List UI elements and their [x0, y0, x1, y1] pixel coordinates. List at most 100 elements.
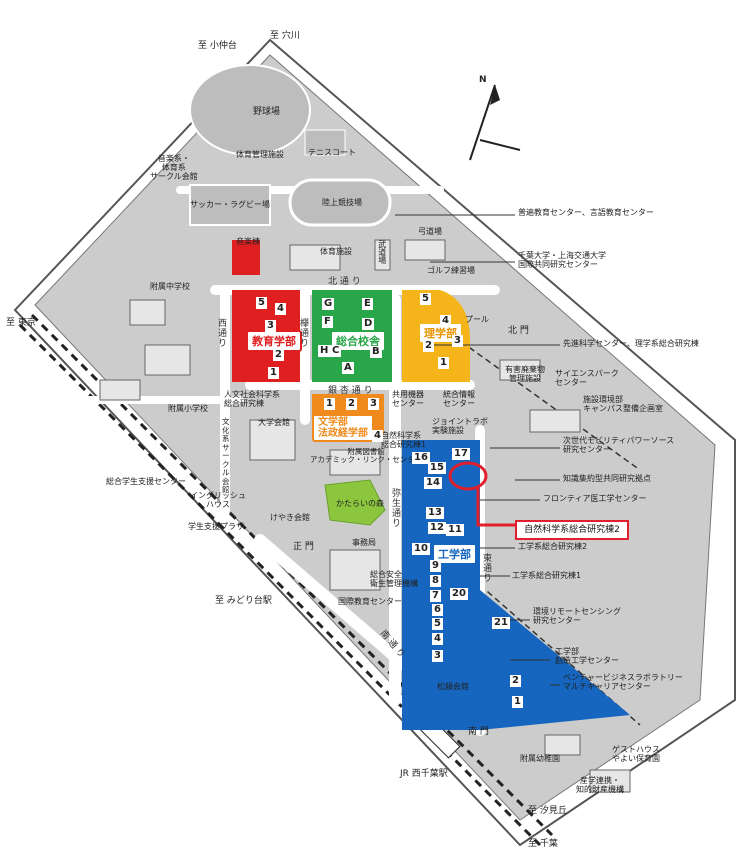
callout-kogaku2: 工学系総合研究棟2: [518, 542, 588, 551]
label-kyudojo: 弓道場: [418, 227, 442, 236]
label-togo-joho: 統合情報 センター: [443, 390, 475, 408]
gen-bldg-C: C: [330, 345, 342, 357]
sci-bldg-1: 1: [438, 357, 449, 369]
compass-icon: [469, 84, 521, 161]
engineering-zone: [402, 440, 480, 730]
hum-bldg-3: 3: [368, 398, 379, 410]
buildings: [99, 239, 631, 793]
eng-bldg-15: 15: [428, 462, 446, 474]
road-higashi: 東 通 り: [483, 554, 493, 584]
station-label: JR 西千葉駅: [400, 769, 448, 779]
south-dashed-line: [479, 584, 641, 726]
eng-bldg-17: 17: [452, 448, 470, 460]
label-joint-lab: ジョイントラボ 実験施設: [432, 417, 488, 435]
faculty-engineering[interactable]: 工学部: [432, 543, 477, 565]
eng-bldg-3: 3: [432, 650, 443, 662]
callout-fuhen: 普遍教育センター、言語教育センター: [518, 208, 654, 217]
road-kita: 北 通 り: [328, 277, 361, 287]
gen-bldg-F: F: [322, 316, 333, 328]
eng-bldg-21: 21: [492, 617, 510, 629]
label-keyaki-kaikan: けやき会館: [270, 513, 310, 522]
eng-bldg-13: 13: [426, 507, 444, 519]
road-yayoi: 弥 生 通 り: [392, 489, 402, 529]
label-katarai: かたらいの森: [336, 499, 384, 508]
hum-bldg-2: 2: [346, 398, 357, 410]
eng-bldg-7: 7: [430, 590, 441, 602]
gen-bldg-G: G: [322, 298, 335, 310]
label-daigakukaikan: 大学会館: [258, 418, 290, 427]
eng-bldg-16: 16: [412, 452, 430, 464]
katarai-forest: [324, 479, 386, 526]
label-golf: ゴルフ練習場: [427, 266, 475, 275]
highlight-label: 自然科学系総合研究棟2: [515, 520, 629, 540]
label-fuzoku-chu: 附属中学校: [150, 282, 190, 291]
eng-bldg-10: 10: [412, 543, 430, 555]
label-kyoyo-kiki: 共用機器 センター: [392, 390, 424, 408]
label-pool: プール: [465, 315, 489, 324]
gate-minamimon: 南 門: [468, 727, 489, 737]
gen-bldg-B: B: [370, 346, 382, 358]
label-shoin-kaikan: 松韻会館: [437, 682, 469, 691]
eng-bldg-1: 1: [512, 696, 523, 708]
direction-ana: 至 穴川: [270, 31, 300, 41]
gen-bldg-D: D: [362, 318, 375, 330]
eng-bldg-20: 20: [450, 588, 468, 600]
eng-bldg-12: 12: [428, 522, 446, 534]
eng-bldg-6: 6: [432, 604, 443, 616]
gate-seimon: 正 門: [293, 542, 314, 552]
edu-bldg-3: 3: [265, 320, 276, 332]
sci-bldg-5: 5: [420, 293, 431, 305]
label-guest-house: ゲストハウス やよい保育園: [612, 745, 660, 763]
callout-senshin: 先進科学センター、理学系総合研究棟: [563, 339, 699, 348]
eng-bldg-9: 9: [430, 560, 441, 572]
label-tennis: テニスコート: [308, 148, 356, 157]
label-english-house: イングリッシュ ハウス: [190, 491, 246, 509]
highlight-ring: [448, 461, 488, 491]
callout-sozo: 工学部 創造工学センター: [555, 647, 619, 665]
label-jimukyoku: 事務局: [352, 538, 376, 547]
sci-bldg-3: 3: [452, 335, 463, 347]
label-yakyu: 野球場: [253, 107, 281, 117]
hum-bldg-1: 1: [324, 398, 335, 410]
eng-bldg-4: 4: [432, 633, 443, 645]
running-track: [288, 178, 392, 227]
label-ongakukei: 音楽系・ 体育系 サークル会館: [150, 154, 198, 181]
engineering-south-zone: [480, 590, 630, 730]
gen-bldg-E: E: [362, 298, 373, 310]
callout-shanghai: 千葉大学・上海交通大学 国際共同研究センター: [518, 251, 606, 269]
callout-kogaku1: 工学系総合研究棟1: [512, 571, 582, 580]
label-sogo-gakusei: 総合学生支援センター: [106, 477, 186, 486]
label-bunkakei: 文 化 系 サ ー ク ル 会 館: [222, 417, 230, 494]
label-kokusai-kyoiku: 国際教育センター: [338, 597, 402, 606]
eng-bldg-14: 14: [424, 477, 442, 489]
label-sangaku: 産学連携・ 知的財産機構: [576, 776, 624, 794]
label-taiiku-kanri: 体育管理施設: [236, 150, 284, 159]
edu-bldg-5: 5: [256, 297, 267, 309]
label-fuzoku-yochien: 附属幼稚園: [520, 754, 560, 763]
gate-kitamon: 北 門: [508, 326, 529, 336]
callout-frontier: フロンティア医工学センター: [543, 494, 647, 503]
callout-remote: 環境リモートセンシング 研究センター: [533, 607, 621, 625]
callout-lines: [395, 214, 560, 686]
eng-bldg-5: 5: [432, 618, 443, 630]
east-dashed-line: [444, 329, 641, 471]
music-bldg-zone: [232, 240, 260, 275]
faculty-humanities[interactable]: 文学部 法政経学部: [312, 414, 374, 442]
direction-chiba: 至 千葉: [528, 839, 558, 849]
label-science-park: サイエンスパーク センター: [555, 369, 619, 387]
label-fuzoku-tosho: 附属図書館 アカデミック・リンク・センター: [310, 447, 423, 465]
edu-bldg-4: 4: [275, 303, 286, 315]
sci-bldg-4: 4: [440, 315, 451, 327]
road-nishi: 西 通 り: [218, 319, 228, 349]
sci-bldg-2: 2: [423, 340, 434, 352]
callout-venture: ベンチャービジネスラボラトリー マルチキャリアセンター: [563, 673, 683, 691]
gen-bldg-A: A: [342, 362, 354, 374]
callout-jisedai: 次世代モビリティパワーソース 研究センター: [563, 436, 675, 454]
label-shisetsu: 施設環境部 キャンパス整備企画室: [583, 395, 663, 413]
label-rikujo: 陸上競技場: [322, 198, 362, 207]
road-keyaki: 欅 通 り: [300, 319, 310, 349]
baseball-field: [189, 64, 311, 156]
eng-bldg-2: 2: [510, 675, 521, 687]
compass-north-label: N: [479, 75, 487, 85]
road-icho: 銀 杏 通 り: [328, 386, 373, 396]
